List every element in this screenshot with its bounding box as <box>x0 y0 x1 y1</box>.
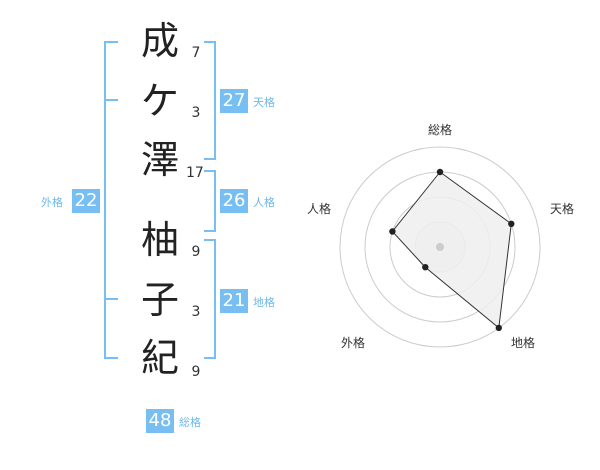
jinkaku-label: 人格 <box>253 196 275 209</box>
chikaku-label: 地格 <box>253 296 275 309</box>
radar-ring <box>364 171 516 323</box>
gaikaku-label: 外格 <box>41 196 63 209</box>
radar-ring <box>389 196 491 298</box>
radar-point-1 <box>508 220 515 227</box>
radar-ring <box>339 146 541 348</box>
given-char-1: 柚 <box>140 218 179 262</box>
radar-point-0 <box>436 168 444 176</box>
radar-axis-label-tenkaku: 天格 <box>550 202 575 216</box>
surname-strokes-3: 17 <box>186 165 204 181</box>
surname-strokes-1: 7 <box>191 45 201 61</box>
given-strokes-1: 9 <box>191 244 201 260</box>
radar-axis-label-chikaku: 地格 <box>511 336 536 350</box>
radar-axis-label-jinkaku: 人格 <box>307 202 332 216</box>
surname-char-3: 澤 <box>140 138 179 182</box>
given-char-2: 子 <box>140 278 179 322</box>
radar-axis-label-soukaku: 総格 <box>428 123 453 137</box>
radar-ring <box>414 221 466 273</box>
radar-axis-label-gaikaku: 外格 <box>341 336 366 350</box>
surname-strokes-2: 3 <box>191 105 201 121</box>
tenkaku-value: 27 <box>220 89 248 113</box>
radar-polygon <box>391 171 512 329</box>
chikaku-value: 21 <box>220 289 248 313</box>
radar-point-2 <box>495 324 502 332</box>
given-strokes-2: 3 <box>191 304 201 320</box>
surname-char-2: ケ <box>140 79 179 123</box>
radar-point-3 <box>422 264 429 271</box>
gaikaku-value: 22 <box>72 189 100 213</box>
jinkaku-value: 26 <box>220 189 248 213</box>
given-char-3: 紀 <box>140 336 179 380</box>
radar-point-4 <box>389 228 396 235</box>
soukaku-label: 総格 <box>179 416 201 429</box>
given-strokes-3: 9 <box>191 364 201 380</box>
radar-center-dot <box>436 243 444 251</box>
surname-char-1: 成 <box>140 19 179 63</box>
soukaku-value: 48 <box>146 409 174 433</box>
tenkaku-label: 天格 <box>253 96 275 109</box>
